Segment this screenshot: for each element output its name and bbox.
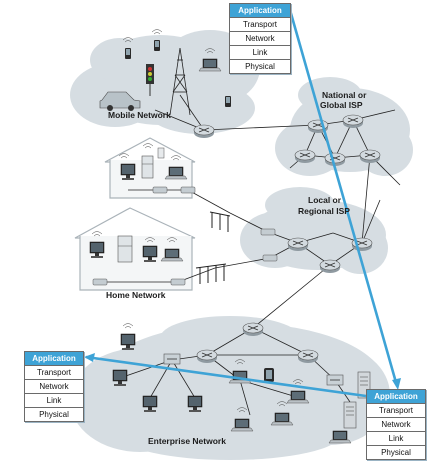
- modem-local-1: [260, 228, 276, 236]
- fridge-icon: [141, 155, 154, 179]
- fridge-home-lower: [117, 235, 133, 263]
- phone-mobile-3: [225, 96, 231, 107]
- modem-home-lower: [170, 278, 186, 286]
- national-isp-label-1: National or: [322, 90, 367, 100]
- router-enterprise-3: [297, 349, 319, 364]
- local-isp-label-2: Regional ISP: [298, 206, 350, 216]
- phone-mobile-2: [154, 40, 160, 51]
- highlight-path: [85, 9, 399, 398]
- arrowhead-left: [84, 353, 95, 362]
- modem-home-lower-2: [92, 278, 108, 286]
- stack-left-transport: Transport: [25, 365, 83, 379]
- modem-home-upper-2: [152, 186, 168, 194]
- stack-top-application: Application: [230, 4, 290, 17]
- home-house-lower: [74, 207, 196, 291]
- traffic-light-icon: [146, 64, 154, 96]
- modem-local-2: [262, 254, 278, 262]
- router-national-3: [294, 149, 316, 164]
- arrowhead-right: [392, 378, 401, 390]
- stack-top-link: Link: [230, 45, 290, 59]
- national-isp-label-2: Global ISP: [320, 100, 363, 110]
- modem-home-upper: [180, 186, 196, 194]
- stack-right-physical: Physical: [367, 445, 425, 459]
- local-isp-cloud: [240, 187, 388, 274]
- stack-left-link: Link: [25, 393, 83, 407]
- stack-left-network: Network: [25, 379, 83, 393]
- stack-top-transport: Transport: [230, 17, 290, 31]
- phone-enterprise: [264, 368, 274, 382]
- local-isp-label-1: Local or: [308, 195, 342, 205]
- national-isp-cloud: [275, 77, 413, 176]
- router-mobile: [193, 124, 215, 139]
- router-local-1: [287, 237, 309, 252]
- enterprise-network-label: Enterprise Network: [148, 436, 226, 446]
- stack-left-physical: Physical: [25, 407, 83, 421]
- router-national-5: [359, 149, 381, 164]
- mobile-network-label: Mobile Network: [108, 110, 171, 120]
- router-local-3: [319, 259, 341, 274]
- protocol-stack-top: Application Transport Network Link Physi…: [229, 3, 291, 74]
- router-enterprise-2: [196, 349, 218, 364]
- protocol-stack-left: Application Transport Network Link Physi…: [24, 351, 84, 422]
- protocol-stack-right: Application Transport Network Link Physi…: [366, 389, 426, 460]
- home-network-label: Home Network: [106, 290, 166, 300]
- stack-left-application: Application: [25, 352, 83, 365]
- thermostat-icon: [157, 147, 165, 159]
- stack-right-application: Application: [367, 390, 425, 403]
- switch-enterprise-1: [163, 353, 181, 365]
- phone-mobile-1: [125, 48, 131, 59]
- router-enterprise-1: [242, 322, 264, 337]
- router-national-2: [342, 114, 364, 129]
- network-links: [100, 94, 401, 416]
- server-enterprise-1: [343, 401, 357, 429]
- telephone-poles: [195, 211, 231, 284]
- switch-enterprise-2: [326, 374, 344, 386]
- car-icon: [99, 91, 141, 111]
- stack-top-network: Network: [230, 31, 290, 45]
- stack-top-physical: Physical: [230, 59, 290, 73]
- enterprise-cloud: [70, 316, 390, 460]
- stack-right-transport: Transport: [367, 403, 425, 417]
- stack-right-link: Link: [367, 431, 425, 445]
- stack-right-network: Network: [367, 417, 425, 431]
- cell-tower: [169, 47, 191, 116]
